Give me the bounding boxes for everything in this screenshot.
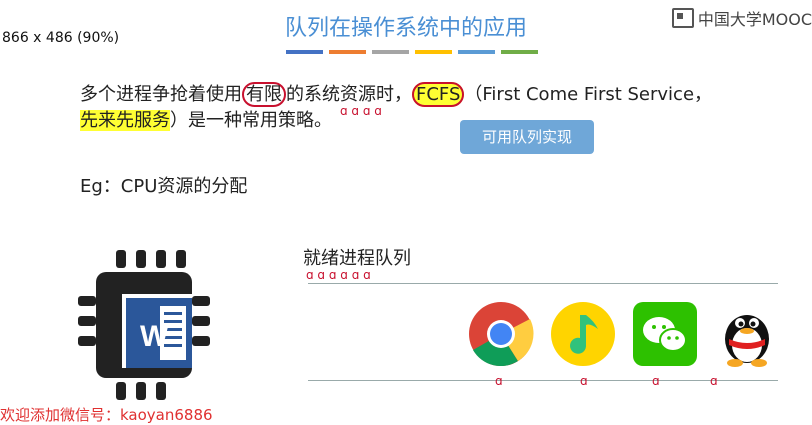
image-size-overlay: 866 x 486 (90%) bbox=[0, 30, 122, 46]
mooc-logo: 中国大学MOOC bbox=[671, 6, 812, 30]
annotation-mark: ɑ bbox=[652, 374, 660, 388]
fcfs-chinese-highlight: 先来先服务 bbox=[80, 110, 170, 131]
mooc-logo-icon bbox=[671, 8, 694, 28]
annotation-mark: ɑ ɑ ɑ ɑ ɑ ɑ bbox=[306, 268, 371, 282]
fcfs-paragraph: 多个进程争抢着使用有限的系统资源时，FCFS（First Come First … bbox=[80, 82, 780, 134]
annotation-mark: ɑ bbox=[495, 374, 503, 388]
queue-bottom-line bbox=[308, 380, 778, 381]
color-bar bbox=[329, 50, 366, 54]
footer-wechat-contact: 欢迎添加微信号：kaoyan6886 bbox=[0, 406, 213, 424]
wechat-icon bbox=[631, 300, 699, 368]
example-text: Eg：CPU资源的分配 bbox=[80, 176, 248, 197]
annotation-mark: ɑ ɑ ɑ ɑ bbox=[340, 104, 382, 118]
color-bar bbox=[286, 50, 323, 54]
para-text: 的系统资源时， bbox=[286, 84, 412, 105]
slide-title: 队列在操作系统中的应用 bbox=[284, 16, 527, 41]
annotation-mark: ɑ bbox=[580, 374, 588, 388]
color-bar bbox=[372, 50, 409, 54]
annotation-mark: ɑ bbox=[710, 374, 718, 388]
queue-top-line bbox=[308, 283, 778, 284]
qq-music-icon bbox=[549, 300, 617, 368]
color-bar bbox=[415, 50, 452, 54]
title-color-bars bbox=[286, 50, 538, 54]
para-text: （First Come First Service， bbox=[464, 84, 713, 105]
ready-queue-label: 就绪进程队列 bbox=[303, 248, 411, 269]
para-circled-text: 有限 bbox=[242, 82, 286, 107]
para-text: 多个进程争抢着使用 bbox=[80, 84, 242, 105]
app-queue bbox=[467, 300, 781, 368]
mooc-logo-text: 中国大学MOOC bbox=[697, 10, 812, 29]
color-bar bbox=[458, 50, 495, 54]
qq-icon bbox=[713, 300, 781, 368]
svg-text:W: W bbox=[140, 320, 169, 353]
cpu-chip-icon: W bbox=[78, 250, 210, 400]
chrome-icon bbox=[467, 300, 535, 368]
para-text: ）是一种常用策略。 bbox=[170, 110, 332, 131]
queue-callout: 可用队列实现 bbox=[460, 120, 594, 154]
fcfs-highlight: FCFS bbox=[412, 82, 465, 107]
color-bar bbox=[501, 50, 538, 54]
